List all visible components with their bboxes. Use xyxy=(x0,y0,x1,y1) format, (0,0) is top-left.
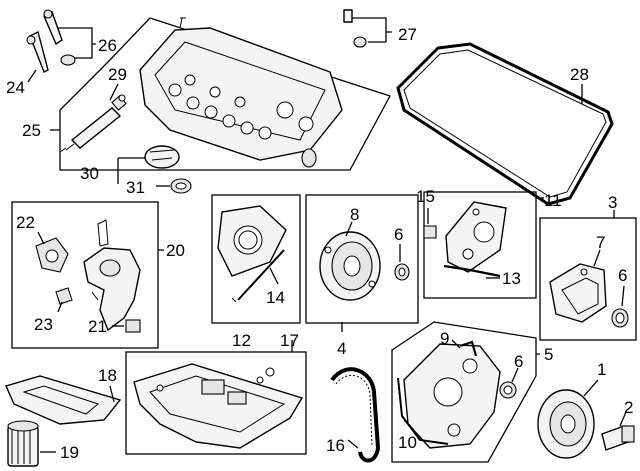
oil-pan-group-frame xyxy=(125,351,307,455)
timing-belt xyxy=(330,367,381,463)
cover-seal xyxy=(459,340,478,357)
callout-13: 13 xyxy=(502,269,521,288)
valve-cover xyxy=(139,17,343,168)
callout-9: 9 xyxy=(440,329,449,348)
callout-14: 14 xyxy=(266,288,285,307)
valve-cover-group-frame xyxy=(59,17,391,171)
callout-31: 31 xyxy=(126,178,145,197)
callout-24: 24 xyxy=(6,78,25,97)
callout-22: 22 xyxy=(16,213,35,232)
callout-25: 25 xyxy=(22,121,41,140)
callout-7: 7 xyxy=(596,233,605,252)
front-timing-cover xyxy=(403,343,501,449)
callout-21: 21 xyxy=(88,317,107,336)
callout-26: 26 xyxy=(98,36,117,55)
callout-27: 27 xyxy=(398,25,417,44)
rear-timing-cover-group-frame xyxy=(539,217,637,341)
sensor xyxy=(423,225,437,239)
timing-cover xyxy=(445,201,507,273)
callout-15: 15 xyxy=(416,187,435,206)
callout-3: 3 xyxy=(608,193,617,212)
dipstick-tube xyxy=(231,249,285,303)
oil-filler-cap xyxy=(144,145,180,169)
front-timing-cover-group-frame xyxy=(391,321,537,463)
oil-baffle xyxy=(5,375,122,425)
water-pump-group-frame xyxy=(305,194,419,324)
callout-30: 30 xyxy=(80,164,99,183)
oil-filter xyxy=(7,420,39,467)
plug xyxy=(55,287,73,305)
callout-2: 2 xyxy=(624,398,633,417)
pulley-bolt xyxy=(601,425,635,451)
gasket xyxy=(397,377,449,445)
valve-cover-gasket xyxy=(396,42,614,206)
breather-parts xyxy=(43,9,76,66)
water-pump xyxy=(319,231,381,301)
callout-1: 1 xyxy=(597,360,606,379)
upper-timing-cover xyxy=(549,263,607,323)
callout-5: 5 xyxy=(544,345,553,364)
relief-plug xyxy=(125,319,141,333)
callout-19: 19 xyxy=(60,443,79,462)
callout-11: 11 xyxy=(544,191,562,210)
pcv-valve xyxy=(59,94,127,153)
callout-10: 10 xyxy=(398,433,417,452)
pump-gasket xyxy=(35,237,69,273)
callout-4: 4 xyxy=(337,339,346,358)
seal xyxy=(611,308,629,328)
rear-cover-group-frame xyxy=(211,194,301,324)
callout-8: 8 xyxy=(350,205,359,224)
callout-6b: 6 xyxy=(618,266,627,285)
callout-6c: 6 xyxy=(514,352,523,371)
timing-cover-group-frame xyxy=(423,191,537,299)
oil-pan xyxy=(133,363,304,449)
callout-29: 29 xyxy=(108,65,127,84)
callout-16: 16 xyxy=(326,436,345,455)
callout-20: 20 xyxy=(166,241,185,260)
oil-pump-group-frame xyxy=(11,201,159,349)
callout-28: 28 xyxy=(570,65,589,84)
callout-23: 23 xyxy=(34,315,53,334)
cover-seal xyxy=(443,264,501,278)
callout-6a: 6 xyxy=(394,225,403,244)
dipstick xyxy=(26,30,49,73)
crankshaft-pulley xyxy=(537,389,595,459)
cap-nut xyxy=(343,9,367,48)
rear-cover xyxy=(217,205,287,277)
callout-12: 12 xyxy=(232,331,251,350)
oil-pump xyxy=(83,219,141,332)
seal xyxy=(394,263,410,281)
seal xyxy=(499,381,517,399)
callout-17: 17 xyxy=(280,331,299,350)
callout-18: 18 xyxy=(98,366,117,385)
